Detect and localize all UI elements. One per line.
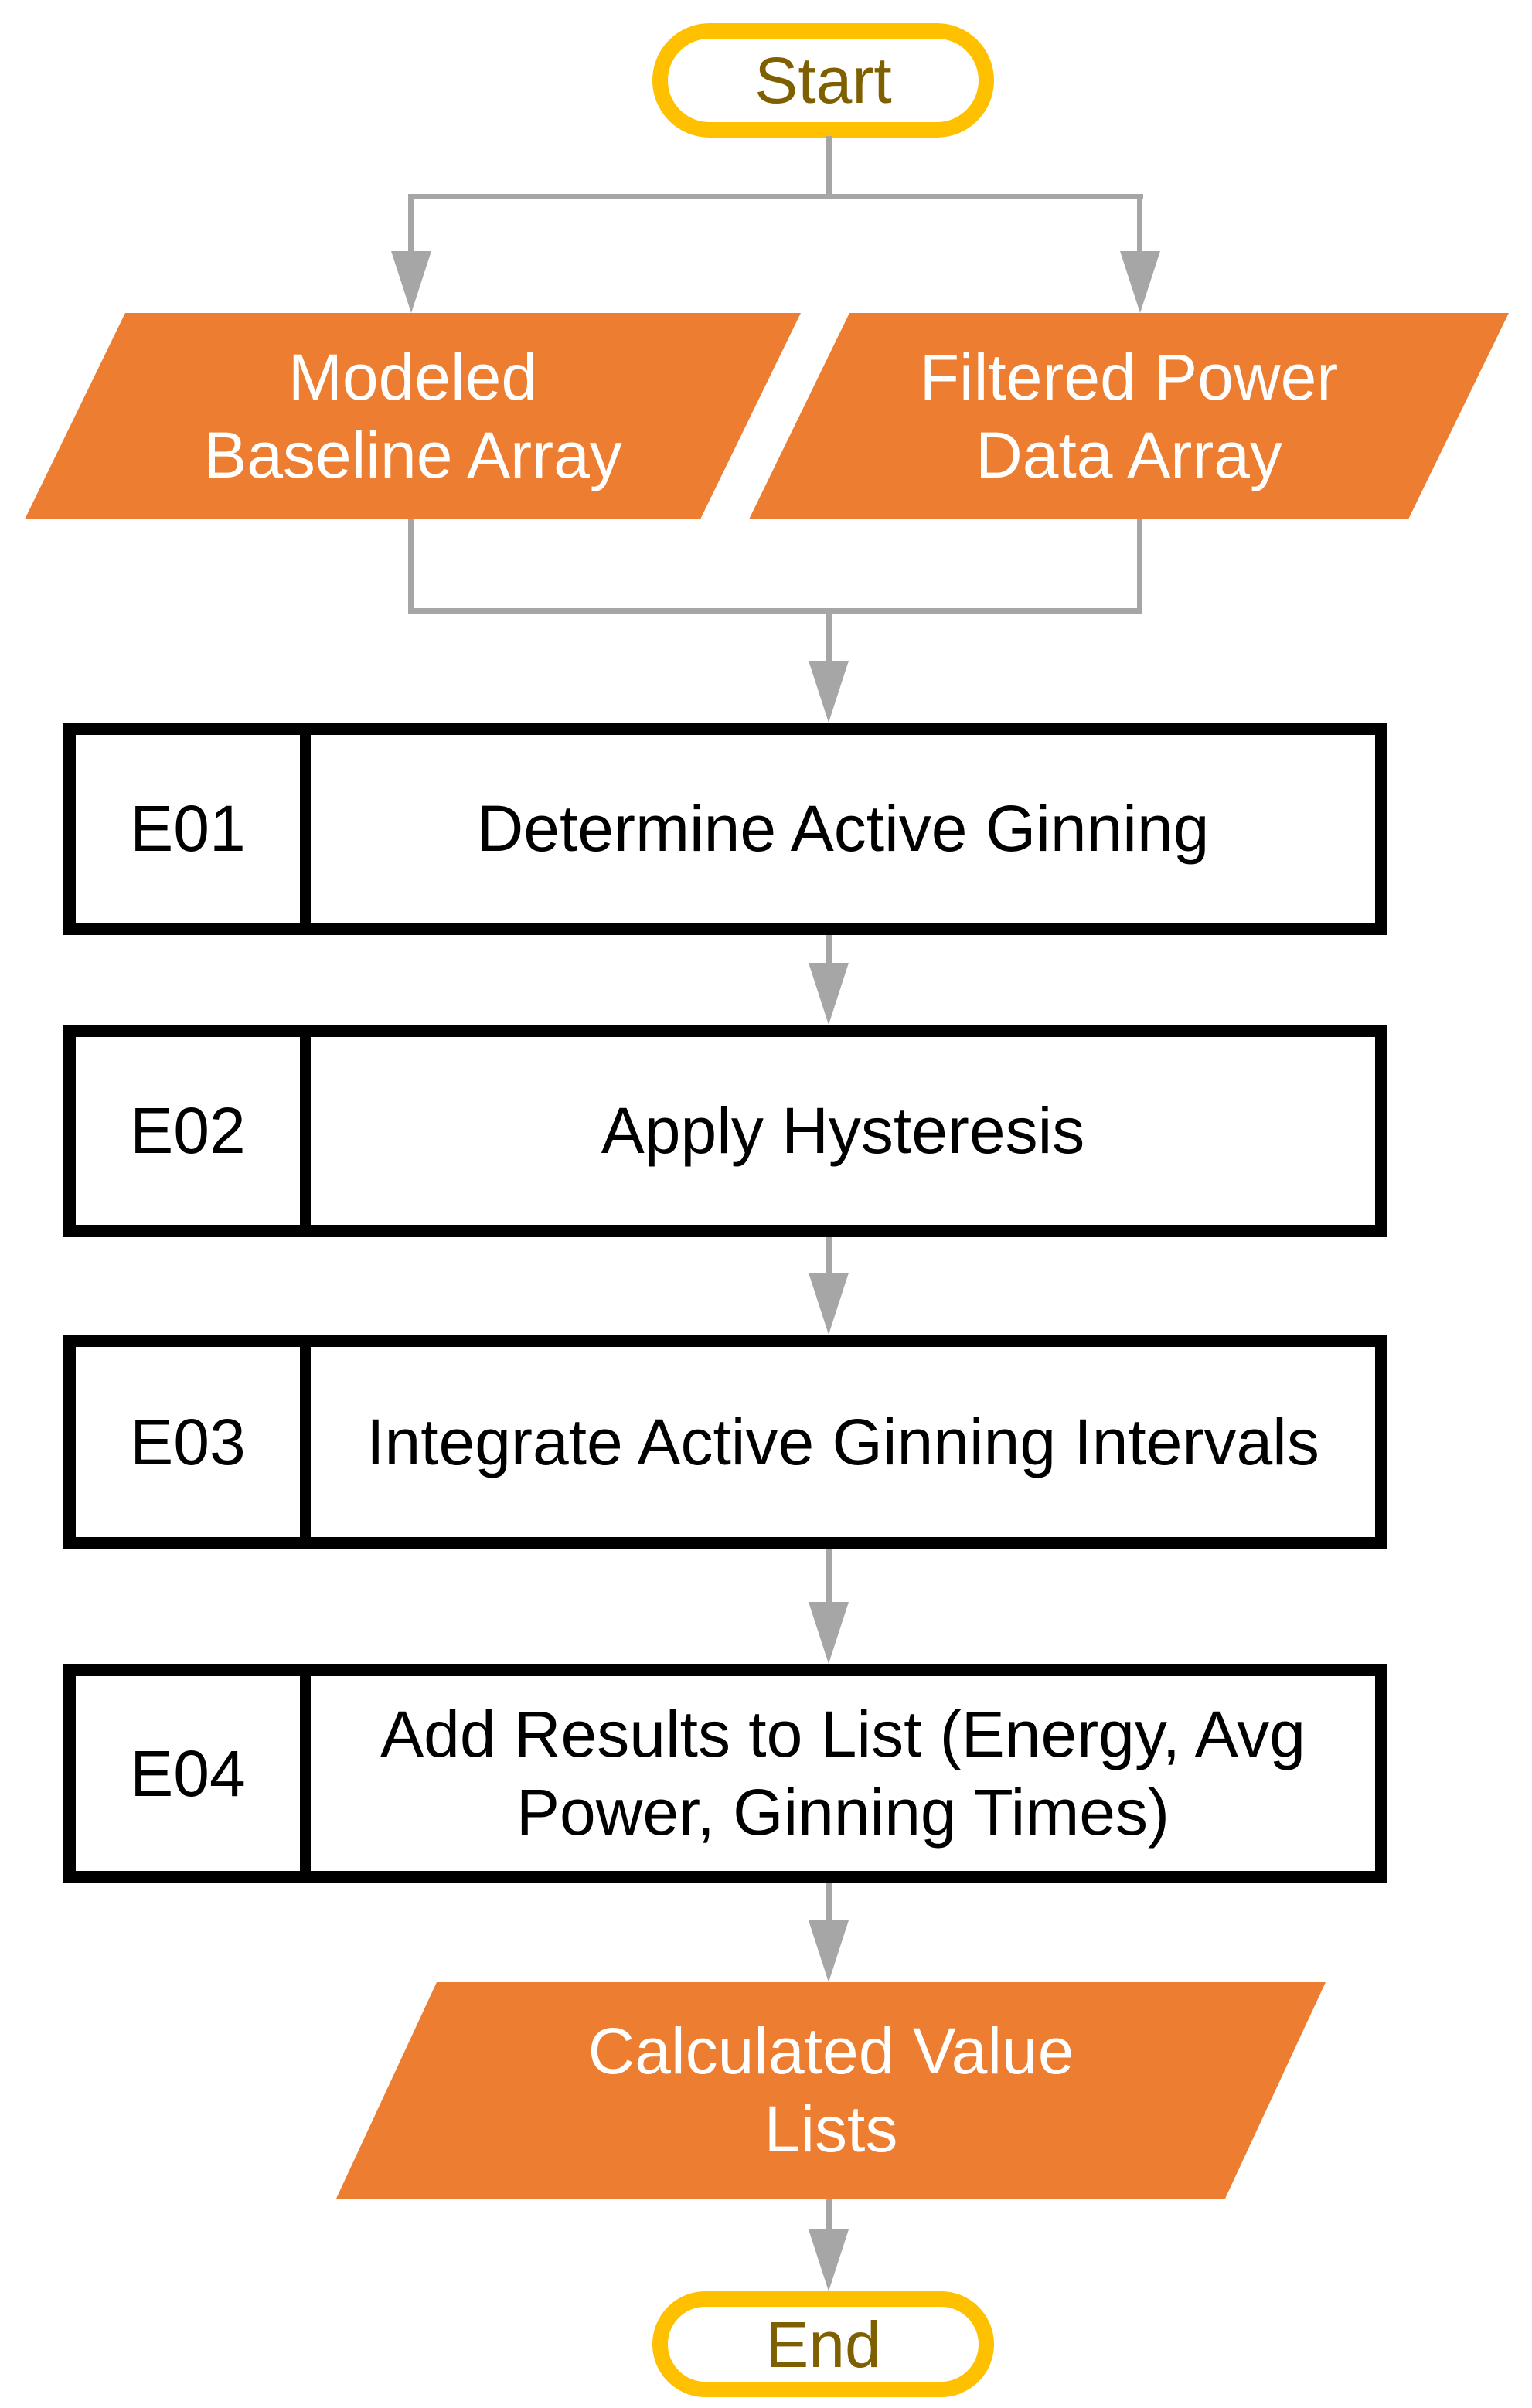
connector-merge-left-stem	[408, 519, 414, 614]
connector-merge-right-stem	[1137, 519, 1142, 614]
arrowhead-into-e02	[809, 963, 849, 1025]
connector-e01-e02	[826, 935, 832, 966]
process-e03: E03 Integrate Active Ginning Intervals	[63, 1335, 1387, 1549]
arrowhead-into-output	[809, 1920, 849, 1982]
arrowhead-into-e04	[809, 1602, 849, 1664]
connector-split-right-stem	[1137, 194, 1142, 254]
connector-e04-output	[826, 1883, 832, 1923]
arrowhead-into-e03	[809, 1273, 849, 1335]
connector-merge-center-stem	[826, 608, 832, 664]
output-line2: Lists	[764, 2093, 898, 2165]
process-e02-label: Apply Hysteresis	[601, 1094, 1085, 1168]
arrowhead-into-filtered-power	[1120, 251, 1160, 313]
process-e03-id: E03	[76, 1347, 311, 1537]
connector-e03-e04	[826, 1549, 832, 1605]
process-e02-id: E02	[76, 1037, 311, 1225]
output-parallelogram-calculated-values: Calculated Value Lists	[336, 1982, 1326, 2199]
output-line1: Calculated Value	[587, 2015, 1074, 2088]
connector-output-end	[826, 2199, 832, 2233]
connector-start-stem	[826, 136, 832, 199]
arrowhead-into-end	[809, 2229, 849, 2291]
end-node: End	[652, 2291, 994, 2397]
arrowhead-into-modeled-baseline	[391, 251, 431, 313]
process-e04: E04 Add Results to List (Energy, Avg Pow…	[63, 1664, 1387, 1883]
process-e03-label: Integrate Active Ginning Intervals	[366, 1405, 1319, 1478]
input-filtered-line2: Data Array	[975, 418, 1282, 491]
connector-merge-bar	[408, 608, 1142, 614]
process-e04-label: Add Results to List (Energy, Avg Power, …	[380, 1698, 1306, 1849]
connector-split-bar	[408, 194, 1143, 199]
arrowhead-into-e01	[809, 661, 849, 723]
connector-split-left-stem	[408, 194, 414, 254]
connector-e02-e03	[826, 1237, 832, 1276]
input-modeled-line1: Modeled	[288, 340, 538, 413]
end-label: End	[765, 2308, 881, 2381]
start-label: Start	[754, 44, 892, 117]
process-e01: E01 Determine Active Ginning	[63, 723, 1387, 935]
input-parallelogram-filtered-power: Filtered Power Data Array	[749, 313, 1509, 519]
process-e04-id: E04	[76, 1676, 311, 1871]
process-e01-label: Determine Active Ginning	[476, 792, 1210, 866]
process-e01-id: E01	[76, 735, 311, 923]
input-modeled-line2: Baseline Array	[203, 418, 622, 491]
input-filtered-line1: Filtered Power	[919, 340, 1339, 413]
input-parallelogram-modeled-baseline: Modeled Baseline Array	[25, 313, 801, 519]
process-e02: E02 Apply Hysteresis	[63, 1025, 1387, 1237]
start-node: Start	[652, 23, 994, 138]
